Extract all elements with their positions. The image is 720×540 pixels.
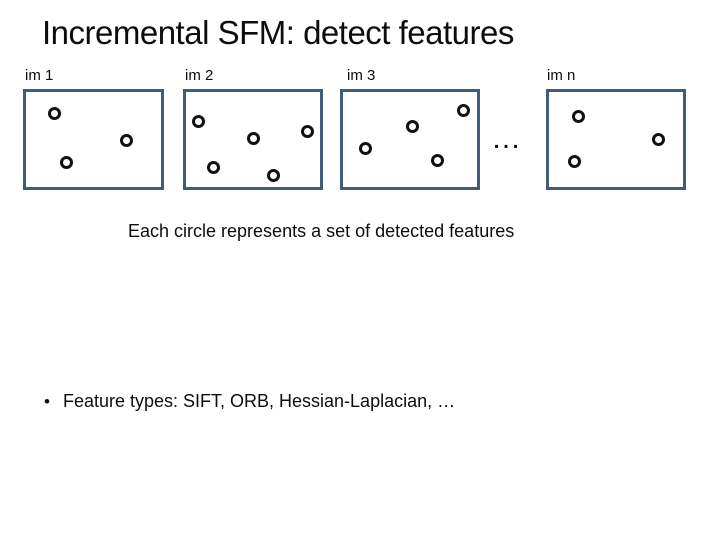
image-box-im3: [340, 89, 480, 190]
feature-circle: [266, 168, 280, 182]
feature-circle: [651, 132, 665, 146]
image-box-im1: [23, 89, 164, 190]
feature-circle: [47, 106, 61, 120]
image-label-im1: im 1: [25, 67, 54, 84]
feature-circle: [567, 154, 581, 168]
feature-circle: [119, 133, 133, 147]
bullet-marker: •: [44, 392, 50, 411]
caption-text: Each circle represents a set of detected…: [128, 221, 515, 241]
bullet-line: • Feature types: SIFT, ORB, Hessian-Lapl…: [44, 391, 455, 412]
image-label-imn: im n: [547, 67, 576, 84]
feature-circle: [358, 141, 372, 155]
feature-circle: [456, 103, 470, 117]
feature-circle: [191, 114, 205, 128]
feature-circle: [405, 119, 419, 133]
bullet-text: Feature types: SIFT, ORB, Hessian-Laplac…: [62, 391, 456, 411]
image-label-im3: im 3: [347, 67, 376, 84]
feature-circle: [206, 160, 220, 174]
image-box-im2: [183, 89, 323, 190]
image-box-imn: [546, 89, 686, 190]
feature-circle: [571, 109, 585, 123]
slide-title: Incremental SFM: detect features: [42, 14, 514, 51]
feature-circle: [430, 153, 444, 167]
feature-circle: [59, 155, 73, 169]
image-label-im2: im 2: [185, 67, 214, 84]
feature-circle: [300, 124, 314, 138]
ellipsis-more-images: …: [491, 122, 524, 155]
feature-circle: [246, 131, 260, 145]
